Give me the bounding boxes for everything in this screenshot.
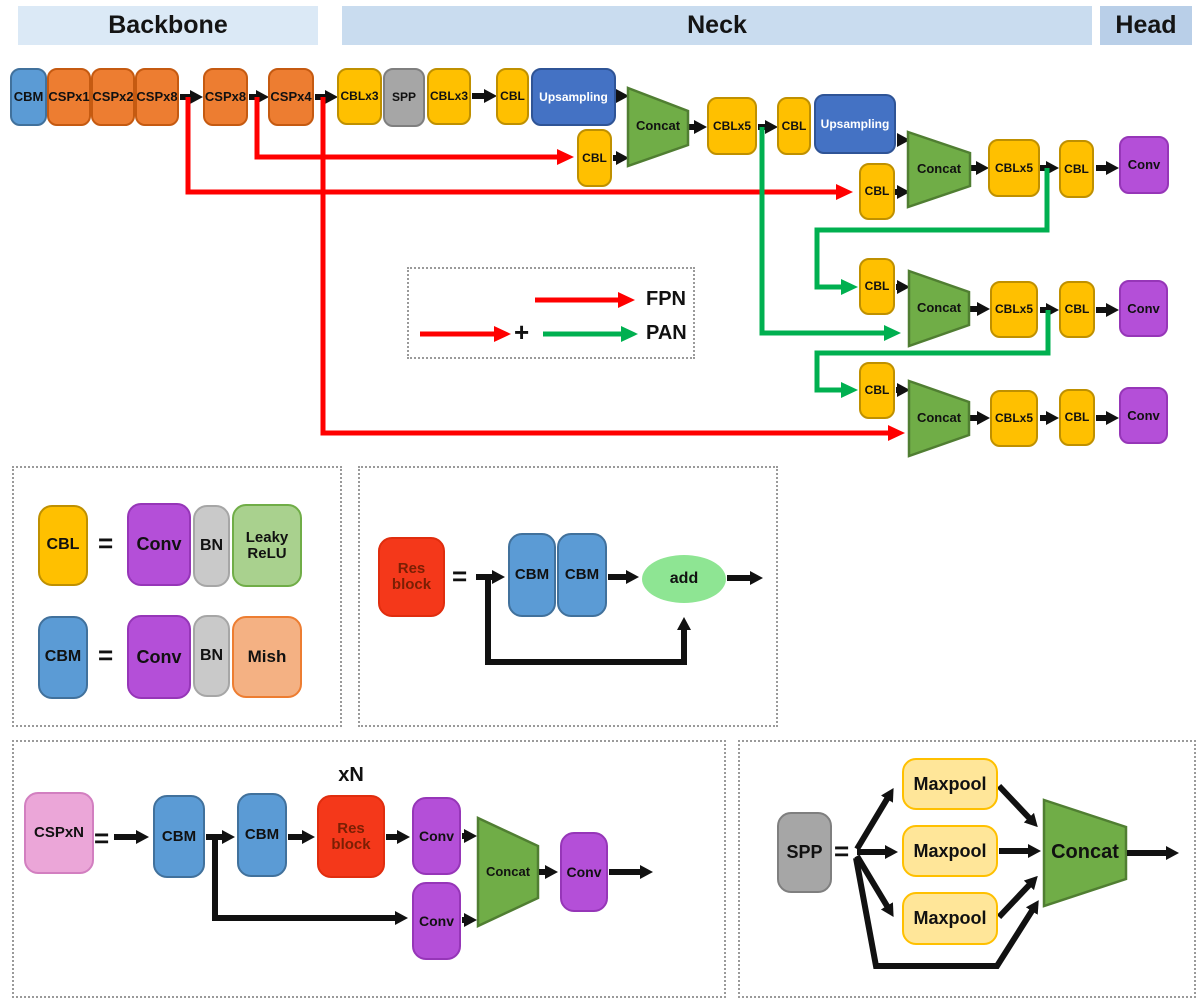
node-cspx8-a: CSPx8 [135,68,179,126]
node-cblx5-4: CBLx5 [990,390,1038,447]
def-cbl-chip: CBL [38,505,88,586]
def-cbm-chip: CBM [38,616,88,699]
node-cbl-pan-1: CBL [859,258,895,315]
def-res-chip: Res block [378,537,445,617]
cbl-cbm-definition-box [12,466,342,727]
black-flow-arrows [180,89,1119,425]
concat-1-label: Concat [635,118,681,133]
def-cspxn-chip: CSPxN [24,792,94,874]
def-res-cbm-1: CBM [508,533,556,617]
def-cbm-mish: Mish [232,616,302,698]
def-spp-concat-label: Concat [1051,841,1119,863]
def-res-add: add [642,555,726,603]
concat-4-label: Concat [916,410,962,425]
legend-fpn-label: FPN [646,288,686,310]
def-cbl-conv: Conv [127,503,191,586]
node-spp: SPP [383,68,425,127]
equals-5: = [834,836,850,866]
node-cblx3-a: CBLx3 [337,68,382,125]
legend-box [407,267,695,359]
node-cblx5-1: CBLx5 [707,97,757,155]
node-cspx1: CSPx1 [47,68,91,126]
node-cspx4: CSPx4 [268,68,314,126]
res-block-definition-box [358,466,778,727]
node-cbl-pre-upsample1: CBL [496,68,529,125]
node-cblx3-b: CBLx3 [427,68,471,125]
node-conv-head-2: Conv [1119,280,1168,337]
def-cbl-leaky-relu: Leaky ReLU [232,504,302,587]
node-cspx8-b: CSPx8 [203,68,248,126]
node-cblx5-3: CBLx5 [990,281,1038,338]
node-cbl-head-2: CBL [1059,281,1095,338]
def-spp-maxpool-2: Maxpool [902,825,998,877]
def-cbm-bn: BN [193,615,230,697]
cspxn-definition-box [12,740,726,998]
equals-1: = [98,528,114,558]
node-conv-head-3: Conv [1119,387,1168,444]
concat-3-label: Concat [916,300,962,315]
def-cspxn-res-block: Res block [317,795,385,878]
node-cbl-head-1: CBL [1059,140,1094,198]
node-cbl-pre-upsample2: CBL [777,97,811,155]
node-cbl-head-3: CBL [1059,389,1095,446]
node-cblx5-2: CBLx5 [988,139,1040,197]
def-cbl-bn: BN [193,505,230,587]
legend-plus: + [514,317,530,347]
equals-2: = [98,640,114,670]
def-cspxn-cbm-2: CBM [237,793,287,877]
xn-label: xN [338,764,364,786]
node-cbl-pan-2: CBL [859,362,895,419]
def-cbm-conv: Conv [127,615,191,699]
def-cspxn-concat-label: Concat [485,864,531,879]
header-head: Head [1100,6,1192,45]
def-spp-chip: SPP [777,812,832,893]
node-cbl-fpn-1: CBL [577,129,612,187]
concat-2-label: Concat [916,161,962,176]
def-cspxn-cbm-1: CBM [153,795,205,878]
node-cbl-fpn-2: CBL [859,163,895,220]
def-spp-maxpool-3: Maxpool [902,892,998,945]
node-cspx2: CSPx2 [91,68,135,126]
node-conv-head-1: Conv [1119,136,1169,194]
legend-pan-label: PAN [646,322,687,344]
def-res-cbm-2: CBM [557,533,607,617]
header-backbone: Backbone [18,6,318,45]
header-neck: Neck [342,6,1092,45]
node-cbm: CBM [10,68,47,126]
equals-4: = [94,823,110,853]
def-cspxn-conv-top: Conv [412,797,461,875]
spp-definition-box [738,740,1196,998]
node-upsampling-1: Upsampling [531,68,616,126]
def-cspxn-conv-bottom: Conv [412,882,461,960]
def-cspxn-conv-out: Conv [560,832,608,912]
node-upsampling-2: Upsampling [814,94,896,154]
equals-3: = [452,561,468,591]
def-spp-maxpool-1: Maxpool [902,758,998,810]
